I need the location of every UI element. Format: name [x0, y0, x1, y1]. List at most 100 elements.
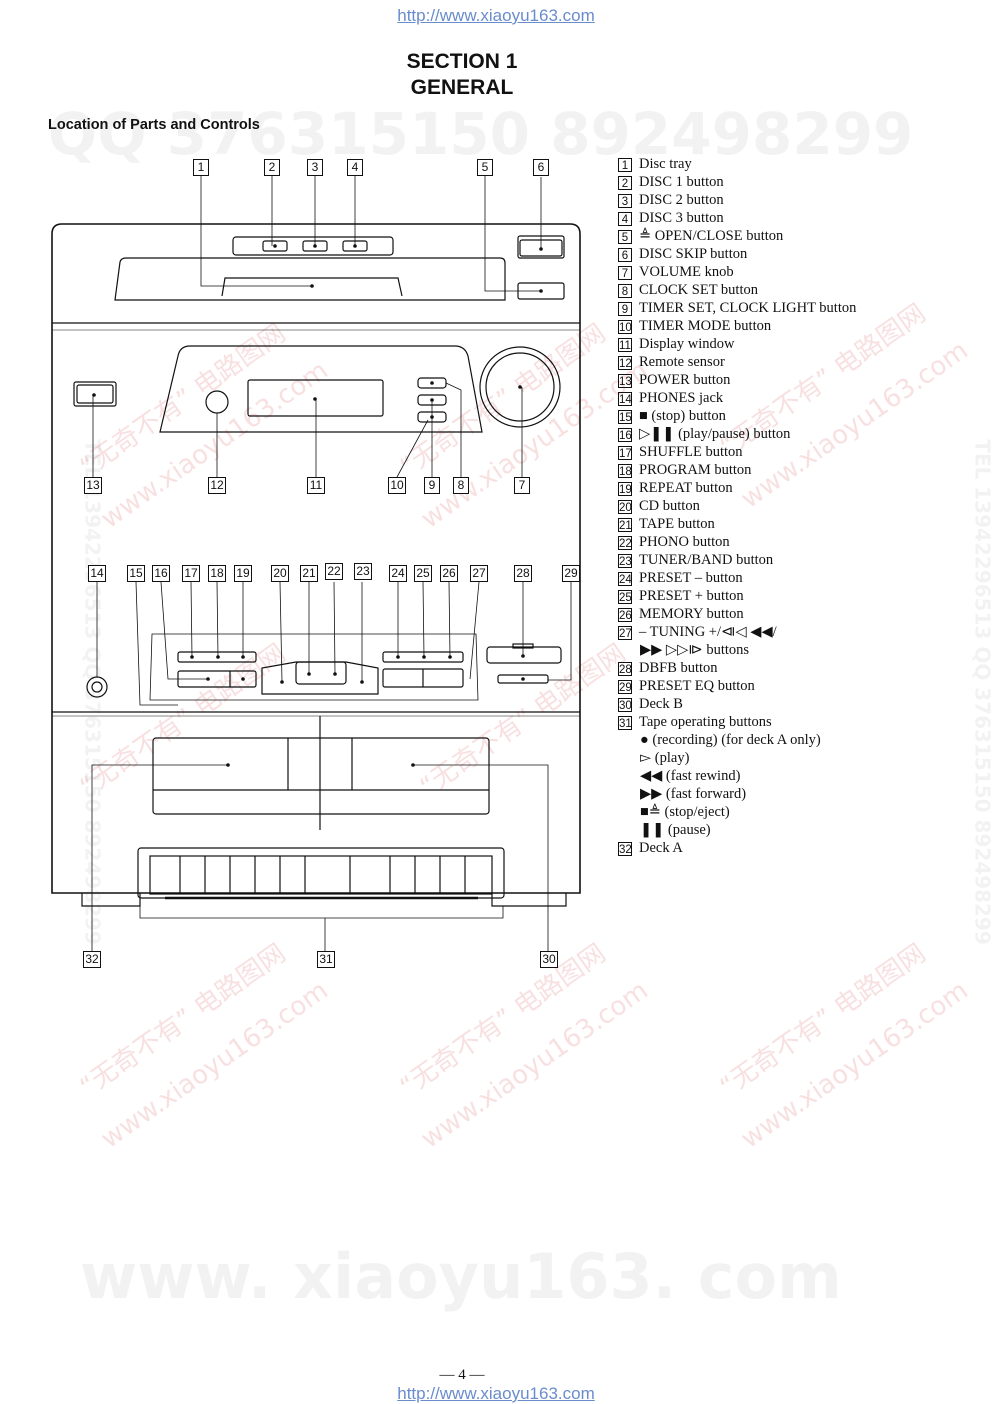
watermark-qq: QQ 376315150 892498299 [48, 100, 914, 168]
legend-number: 22 [618, 535, 632, 550]
legend-item: 22 PHONO button [618, 533, 856, 551]
legend-text: PRESET EQ button [639, 678, 755, 694]
legend-number: 16 [618, 427, 632, 442]
legend-number: 29 [618, 679, 632, 694]
legend-item: 27– TUNING +/⧏◁ ◀◀/ [618, 623, 856, 641]
callout-8: 8 [453, 477, 469, 494]
legend-item: 16 ▷❚❚ (play/pause) button [618, 425, 856, 443]
legend-text: PRESET + button [639, 588, 744, 604]
legend-number: 20 [618, 499, 632, 514]
legend-text: ● (recording) (for deck A only) [640, 732, 821, 748]
legend-item: 25 PRESET + button [618, 587, 856, 605]
callout-4: 4 [347, 159, 363, 176]
legend-text: TAPE button [639, 516, 715, 532]
legend-item: 15 ■ (stop) button [618, 407, 856, 425]
legend-text: Tape operating buttons [639, 714, 772, 730]
legend-number: 1 [618, 157, 632, 172]
callout-29: 29 [562, 565, 580, 582]
legend-item: 14 PHONES jack [618, 389, 856, 407]
callout-18: 18 [208, 565, 226, 582]
legend-item: 6 DISC SKIP button [618, 245, 856, 263]
legend-text: MEMORY button [639, 606, 744, 622]
legend-item: ◀◀ (fast rewind) [618, 767, 856, 785]
legend-number: 30 [618, 697, 632, 712]
legend-number: 32 [618, 841, 632, 856]
callout-25: 25 [414, 565, 432, 582]
legend-number: 14 [618, 391, 632, 406]
callout-28: 28 [514, 565, 532, 582]
legend-number: 8 [618, 283, 632, 298]
legend-text: DISC 1 button [639, 174, 724, 190]
legend-number: 4 [618, 211, 632, 226]
legend-text: PHONES jack [639, 390, 724, 406]
legend-text: PRESET – button [639, 570, 743, 586]
legend-text: TIMER MODE button [639, 318, 772, 334]
legend-item: 4 DISC 3 button [618, 209, 856, 227]
callout-2: 2 [264, 159, 280, 176]
legend-text: CD button [639, 498, 700, 514]
footer-url[interactable]: http://www.xiaoyu163.com [397, 1384, 595, 1403]
callout-10: 10 [388, 477, 406, 494]
legend-text: POWER button [639, 372, 731, 388]
legend-text: ■ (stop) button [639, 408, 726, 424]
legend-text: PHONO button [639, 534, 730, 550]
legend-text: VOLUME knob [639, 264, 734, 280]
legend-number: 23 [618, 553, 632, 568]
legend-number: 31 [618, 715, 632, 730]
callout-3: 3 [307, 159, 323, 176]
legend-text: ❚❚ (pause) [640, 822, 711, 838]
callout-24: 24 [389, 565, 407, 582]
legend-text: ▶▶ (fast forward) [640, 786, 747, 802]
legend-number: 10 [618, 319, 632, 334]
callout-21: 21 [300, 565, 318, 582]
legend-number: 7 [618, 265, 632, 280]
watermark-big-url: www. xiaoyu163. com [80, 1240, 842, 1313]
callout-9: 9 [424, 477, 440, 494]
legend-number: 25 [618, 589, 632, 604]
legend-text: PROGRAM button [639, 462, 752, 478]
legend-text: TUNER/BAND button [639, 552, 774, 568]
legend-text: – TUNING +/⧏◁ ◀◀/ [639, 624, 777, 640]
callout-23: 23 [354, 563, 372, 580]
callout-14: 14 [88, 565, 106, 582]
legend-number: 6 [618, 247, 632, 262]
callout-15: 15 [127, 565, 145, 582]
legend-item: ▶▶ ▷▷⧐ buttons [618, 641, 856, 659]
legend-number: 15 [618, 409, 632, 424]
legend-text: TIMER SET, CLOCK LIGHT button [639, 300, 857, 316]
legend-text: ▷❚❚ (play/pause) button [639, 426, 791, 442]
legend-item: ▻ (play) [618, 749, 856, 767]
legend-text: DISC 3 button [639, 210, 724, 226]
legend-text: DISC SKIP button [639, 246, 748, 262]
callout-17: 17 [182, 565, 200, 582]
callout-22: 22 [325, 563, 343, 580]
legend-item: 29 PRESET EQ button [618, 677, 856, 695]
legend-item: 23 TUNER/BAND button [618, 551, 856, 569]
callout-12: 12 [208, 477, 226, 494]
callout-5: 5 [477, 159, 493, 176]
legend-number: 19 [618, 481, 632, 496]
callout-20: 20 [271, 565, 289, 582]
legend-item: ❚❚ (pause) [618, 821, 856, 839]
legend-item: 10 TIMER MODE button [618, 317, 856, 335]
legend-number: 3 [618, 193, 632, 208]
callout-7: 7 [514, 477, 530, 494]
legend-item: 31 Tape operating buttons [618, 713, 856, 731]
callout-31: 31 [317, 951, 335, 968]
section-title: SECTION 1 [406, 50, 518, 73]
header-url[interactable]: http://www.xiaoyu163.com [397, 6, 595, 25]
legend-number: 5 [618, 229, 632, 244]
legend-text: Remote sensor [639, 354, 725, 370]
